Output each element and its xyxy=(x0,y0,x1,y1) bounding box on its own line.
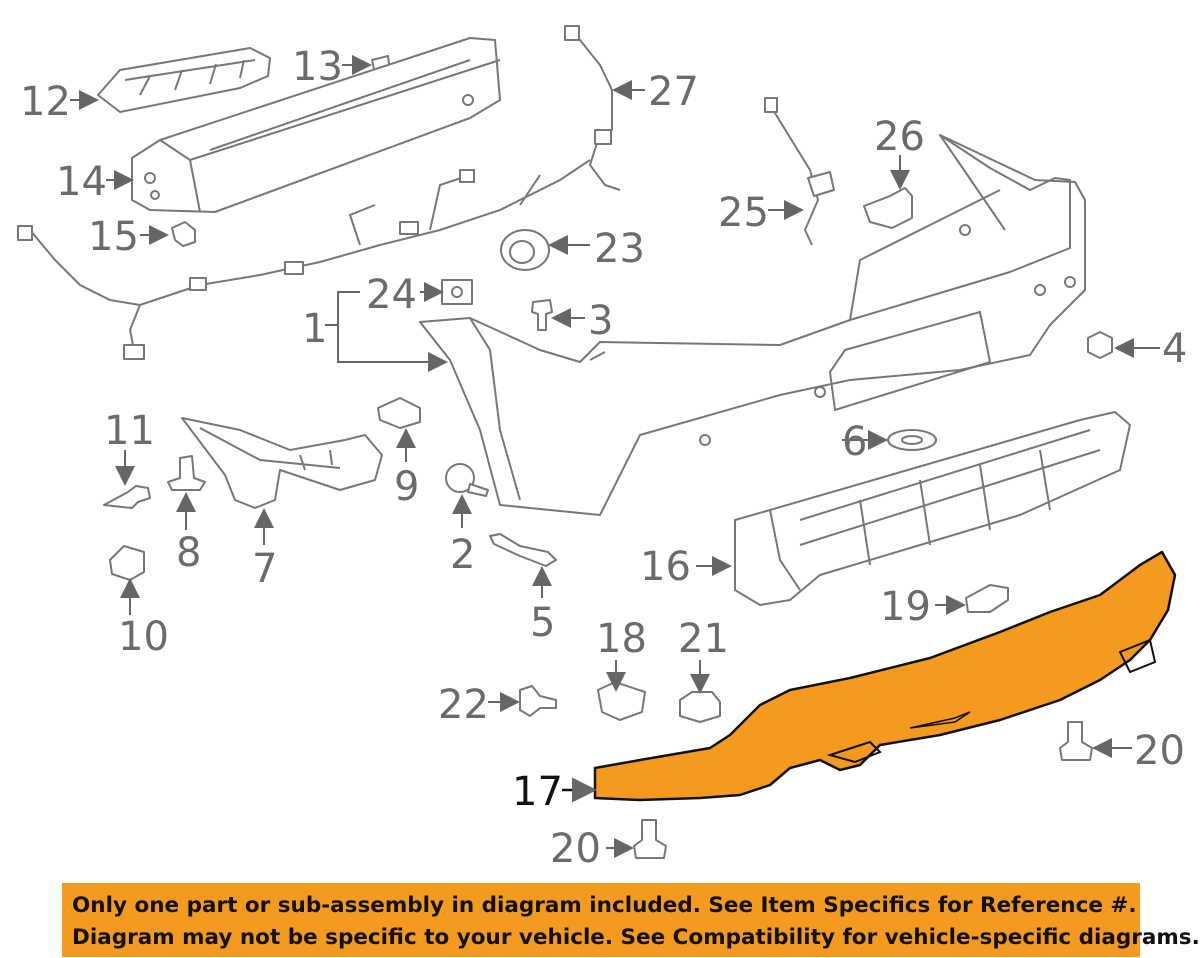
part-5-strap xyxy=(489,533,557,567)
callout-20-bottom: 20 xyxy=(550,826,601,872)
part-1-bumper-cover xyxy=(419,134,1086,516)
callout-7: 7 xyxy=(252,546,277,592)
callout-14: 14 xyxy=(56,159,107,205)
callout-18: 18 xyxy=(596,616,647,662)
disclaimer-line-1: Only one part or sub-assembly in diagram… xyxy=(72,893,1137,918)
callout-10: 10 xyxy=(118,614,169,660)
part-7-bracket xyxy=(181,417,383,509)
callout-19: 19 xyxy=(880,584,931,630)
part-16-energy-absorber xyxy=(734,411,1131,606)
callout-24: 24 xyxy=(366,272,417,318)
part-27-wiring-harness xyxy=(17,25,621,360)
part-17-lower-valance xyxy=(593,550,1177,802)
part-26-bracket xyxy=(863,187,913,229)
callout-16: 16 xyxy=(640,544,691,590)
callout-9: 9 xyxy=(394,464,419,510)
callout-5: 5 xyxy=(530,600,555,646)
callout-8: 8 xyxy=(176,530,201,576)
part-20-bolt-a xyxy=(1059,721,1093,761)
part-18-bracket xyxy=(597,681,646,721)
callout-2: 2 xyxy=(450,532,475,578)
callout-20-right: 20 xyxy=(1134,728,1185,774)
part-21-retainer xyxy=(679,691,721,723)
part-22-pin xyxy=(519,685,557,717)
part-23-sensor xyxy=(500,229,550,271)
part-19-bracket xyxy=(965,584,1009,613)
part-6-grommet xyxy=(887,429,937,451)
part-24-clip xyxy=(441,279,473,305)
part-25-sensor-wire xyxy=(764,97,835,246)
callout-11: 11 xyxy=(104,408,155,454)
part-4-bolt xyxy=(1087,331,1113,359)
part-11-pin xyxy=(103,485,151,509)
callout-6: 6 xyxy=(842,419,867,465)
callout-17: 17 xyxy=(512,769,563,815)
part-2-plug xyxy=(445,463,489,497)
callout-26: 26 xyxy=(874,114,925,160)
callout-4: 4 xyxy=(1162,326,1187,372)
callout-1: 1 xyxy=(302,306,327,352)
callout-15: 15 xyxy=(88,214,139,260)
callout-3: 3 xyxy=(588,298,613,344)
part-3-retainer xyxy=(531,299,553,331)
leader-lines xyxy=(70,55,1160,858)
part-10-nut xyxy=(109,545,145,581)
disclaimer-line-2: Diagram may not be specific to your vehi… xyxy=(72,925,1200,950)
callout-13: 13 xyxy=(292,44,343,90)
part-9-clip xyxy=(377,397,421,429)
disclaimer-banner: Only one part or sub-assembly in diagram… xyxy=(62,883,1200,957)
callout-27: 27 xyxy=(648,69,699,115)
callout-23: 23 xyxy=(594,226,645,272)
parts-diagram: 12 13 14 15 27 23 24 3 25 26 4 1 6 11 8 … xyxy=(17,25,1187,872)
part-20-bolt-b xyxy=(633,819,667,859)
part-12-bracket xyxy=(97,47,271,113)
part-15-bolt xyxy=(171,221,196,247)
callout-22: 22 xyxy=(438,682,489,728)
part-14-impact-bar xyxy=(131,37,501,213)
part-8-rivet xyxy=(167,455,206,491)
callout-21: 21 xyxy=(678,616,729,662)
callout-25: 25 xyxy=(718,190,769,236)
callout-labels: 12 13 14 15 27 23 24 3 25 26 4 1 6 11 8 … xyxy=(20,44,1187,872)
callout-12: 12 xyxy=(20,79,71,125)
